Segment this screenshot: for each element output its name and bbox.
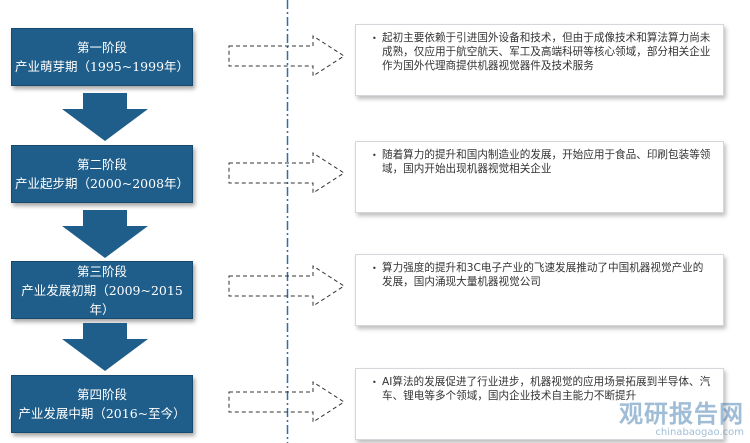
watermark-logo: 观研报告网 chinabaogao.com [619, 401, 744, 439]
right-arrow-3 [228, 265, 345, 307]
stage-period: 产业萌芽期（1995~1999年） [14, 59, 190, 74]
stage-box-1: 第一阶段 产业萌芽期（1995~1999年） [11, 28, 193, 86]
description-box-2: • 随着算力的提升和国内制造业的发展，开始应用于食品、印刷包装等领域，国内开始出… [355, 141, 724, 213]
stage-box-3: 第三阶段 产业发展初期（2009~2015年） [11, 261, 193, 319]
bullet-icon: • [372, 264, 377, 273]
description-text: 算力强度的提升和3C电子产业的飞速发展推动了中国机器视觉产业的发展，国内涌现大量… [382, 262, 704, 288]
down-arrow-1 [62, 93, 148, 141]
watermark-en: chinabaogao.com [655, 427, 744, 438]
bullet-icon: • [372, 378, 377, 387]
stage-period: 产业发展初期（2009~2015年） [21, 282, 183, 317]
stage-title: 第一阶段 [76, 40, 127, 55]
stage-period: 产业起步期（2000~2008年） [14, 176, 190, 191]
stage-box-4: 第四阶段 产业发展中期（2016~至今） [11, 375, 193, 433]
bullet-icon: • [372, 151, 377, 160]
stage-title: 第四阶段 [76, 387, 127, 402]
bullet-icon: • [372, 34, 377, 43]
description-text: AI算法的发展促进了行业进步，机器视觉的应用场景拓展到半导体、汽车、锂电等多个领… [382, 376, 711, 402]
vertical-divider-line [286, 0, 289, 443]
stage-box-2: 第二阶段 产业起步期（2000~2008年） [11, 145, 193, 203]
right-arrow-1 [228, 35, 345, 77]
description-text: 随着算力的提升和国内制造业的发展，开始应用于食品、印刷包装等领域，国内开始出现机… [382, 149, 711, 175]
down-arrow-3 [62, 323, 148, 371]
stage-period: 产业发展中期（2016~至今） [18, 406, 186, 421]
down-arrow-2 [62, 210, 148, 258]
right-arrow-4 [228, 381, 345, 423]
description-box-1: • 起初主要依赖于引进国外设备和技术，但由于成像技术和算法算力尚未成熟，仅应用于… [355, 24, 724, 96]
stage-title: 第二阶段 [76, 157, 127, 172]
right-arrow-2 [228, 152, 345, 194]
description-box-4: • AI算法的发展促进了行业进步，机器视觉的应用场景拓展到半导体、汽车、锂电等多… [355, 368, 724, 440]
description-box-3: • 算力强度的提升和3C电子产业的飞速发展推动了中国机器视觉产业的发展，国内涌现… [355, 254, 724, 326]
watermark-cn: 观研报告网 [619, 400, 744, 428]
stage-title: 第三阶段 [76, 263, 127, 279]
description-text: 起初主要依赖于引进国外设备和技术，但由于成像技术和算法算力尚未成熟，仅应用于航空… [382, 32, 711, 72]
